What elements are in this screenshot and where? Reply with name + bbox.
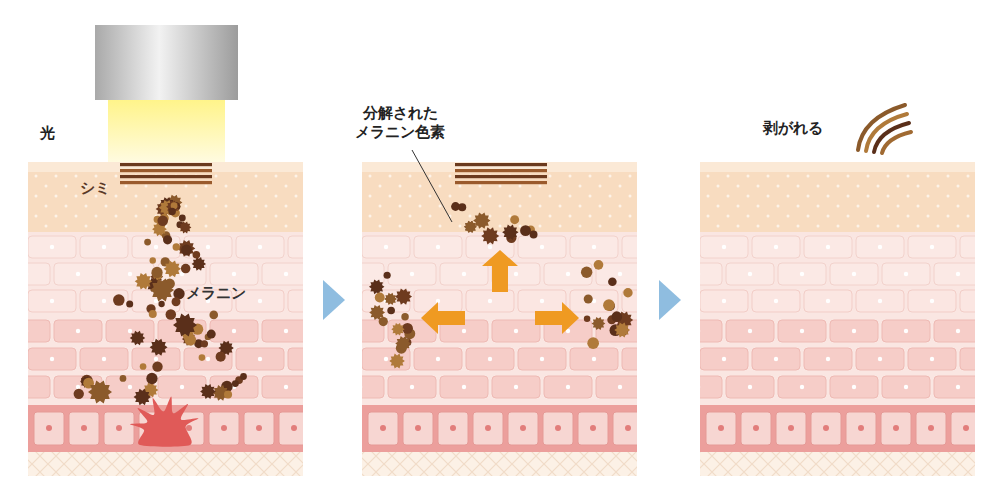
leader-line <box>412 150 452 222</box>
spread-arrow <box>421 302 465 334</box>
spot-stripes <box>455 163 547 184</box>
melanin-dots <box>74 195 634 406</box>
skin-panel <box>28 162 303 476</box>
skin-panel <box>362 162 637 476</box>
peel-symbol <box>858 105 911 153</box>
skin-panel <box>700 162 975 476</box>
spread-arrow <box>535 302 579 334</box>
peel-label: 剥がれる <box>763 119 823 138</box>
melanin-label: メラニン <box>186 284 246 303</box>
light-label: 光 <box>40 124 55 143</box>
step-arrow <box>323 280 345 320</box>
light-beam <box>108 100 225 162</box>
step-arrow <box>659 280 681 320</box>
spot-label: シミ <box>80 179 110 198</box>
spot-stripes <box>120 163 212 184</box>
callout-label: 分解された メラニン色素 <box>352 104 448 142</box>
light-device <box>95 25 238 100</box>
spread-arrow <box>482 250 518 292</box>
